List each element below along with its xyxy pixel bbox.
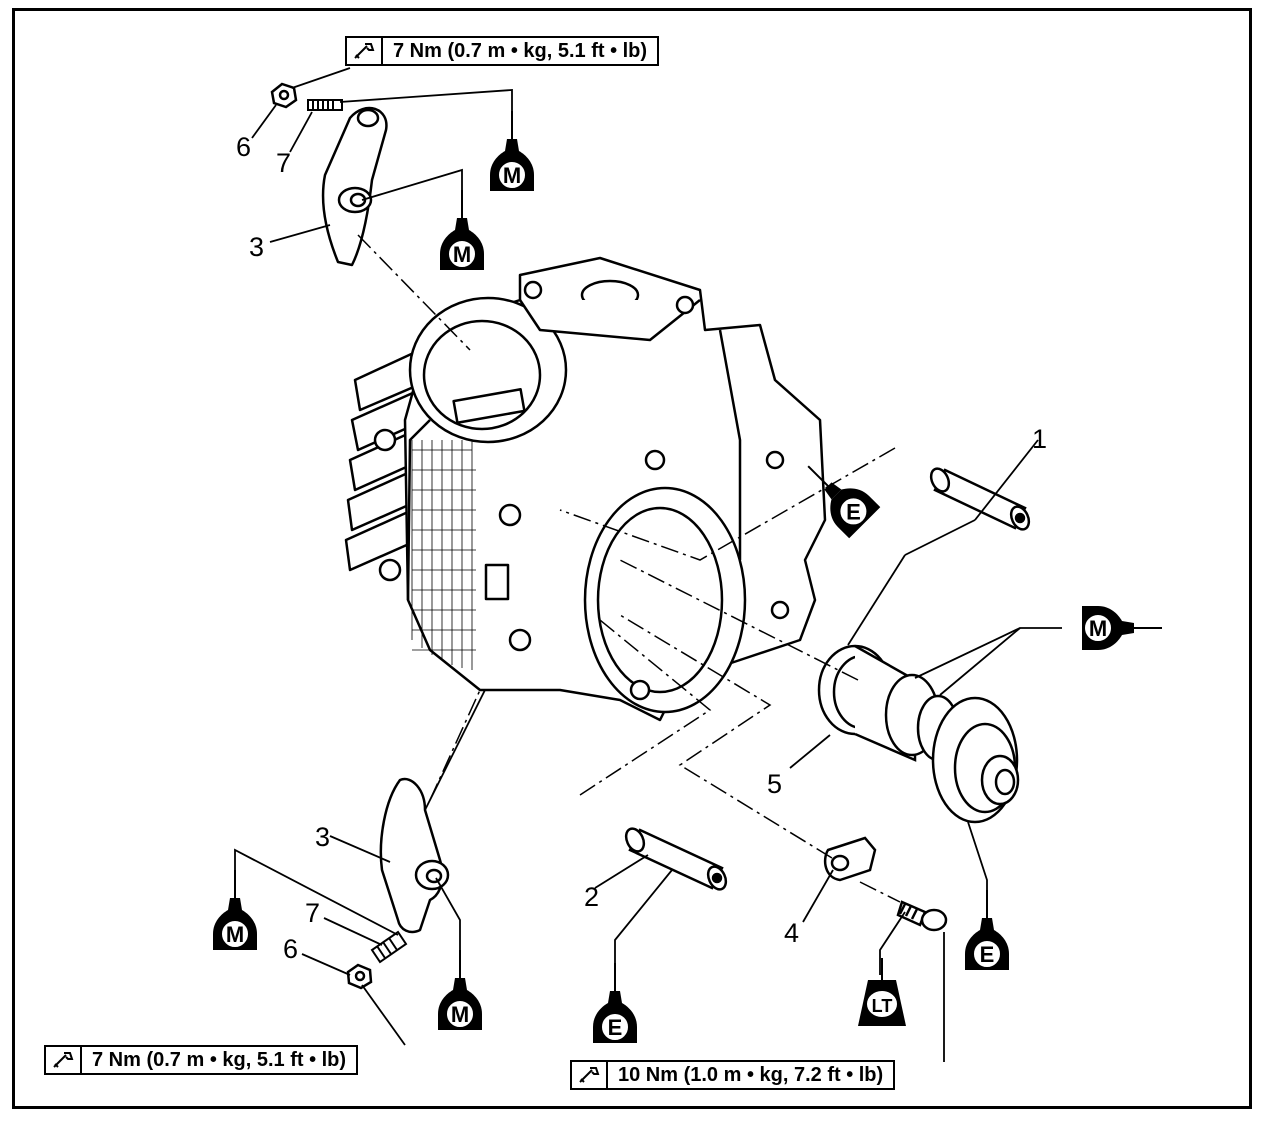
callout-5: 5 xyxy=(767,769,782,799)
locknut-upper xyxy=(270,82,298,109)
svg-text:M: M xyxy=(1089,616,1107,641)
callout-6-upper: 6 xyxy=(236,132,251,162)
callout-7-upper: 7 xyxy=(276,148,291,178)
adjusting-screw-upper xyxy=(307,99,343,111)
callout-3-lower: 3 xyxy=(315,822,330,852)
torque-wrench-icon xyxy=(572,1062,608,1088)
callout-7-lower: 7 xyxy=(305,898,320,928)
svg-text:E: E xyxy=(608,1015,623,1040)
diagram-frame xyxy=(12,8,1252,1109)
rocker-shaft-2 xyxy=(624,827,728,891)
center-lines xyxy=(357,234,901,903)
svg-text:E: E xyxy=(980,942,995,967)
torque-spec-lower-left: 7 Nm (0.7 m • kg, 5.1 ft • lb) xyxy=(44,1045,359,1075)
moly-oil-icon-2: M xyxy=(439,189,485,271)
torque-spec-upper: 7 Nm (0.7 m • kg, 5.1 ft • lb) xyxy=(345,36,660,66)
stopper-plate xyxy=(823,836,877,882)
torque-wrench-icon xyxy=(46,1047,82,1073)
svg-text:E: E xyxy=(846,499,861,524)
svg-text:M: M xyxy=(453,242,471,267)
rocker-shaft-1 xyxy=(929,467,1031,531)
torque-value: 7 Nm (0.7 m • kg, 5.1 ft • lb) xyxy=(393,39,648,62)
callout-2: 2 xyxy=(584,882,599,912)
torque-value: 10 Nm (1.0 m • kg, 7.2 ft • lb) xyxy=(618,1063,884,1086)
torque-value: 7 Nm (0.7 m • kg, 5.1 ft • lb) xyxy=(92,1048,347,1071)
stopper-bolt xyxy=(896,900,948,932)
engine-oil-icon-2: E xyxy=(592,962,638,1044)
cylinder-crosshatch xyxy=(411,440,476,670)
svg-text:M: M xyxy=(226,922,244,947)
engine-oil-icon-3: E xyxy=(964,889,1010,971)
moly-oil-icon-3: M xyxy=(212,869,258,951)
callout-6-lower: 6 xyxy=(283,934,298,964)
torque-wrench-icon xyxy=(347,38,383,64)
adjusting-screw-lower xyxy=(370,930,408,964)
moly-oil-icon-5: M xyxy=(1081,605,1163,651)
camshaft xyxy=(817,644,1020,824)
callout-1: 1 xyxy=(1032,424,1047,454)
moly-oil-icon-4: M xyxy=(437,949,483,1031)
svg-text:M: M xyxy=(503,163,521,188)
svg-text:LT: LT xyxy=(872,996,893,1016)
callout-numbers: 6 7 3 1 5 3 2 7 4 6 xyxy=(236,132,1047,964)
rocker-arm-upper xyxy=(321,106,388,267)
thread-lock-icon: LT xyxy=(858,958,906,1026)
cylinder-head xyxy=(344,256,827,722)
locknut-lower xyxy=(346,963,373,990)
engine-oil-icon-1: E xyxy=(791,449,882,540)
svg-text:M: M xyxy=(451,1002,469,1027)
rocker-arm-lower xyxy=(379,777,450,934)
torque-spec-lower-right: 10 Nm (1.0 m • kg, 7.2 ft • lb) xyxy=(570,1060,896,1090)
moly-oil-icon-1: M xyxy=(489,110,535,192)
callout-3-upper: 3 xyxy=(249,232,264,262)
callout-4: 4 xyxy=(784,918,799,948)
